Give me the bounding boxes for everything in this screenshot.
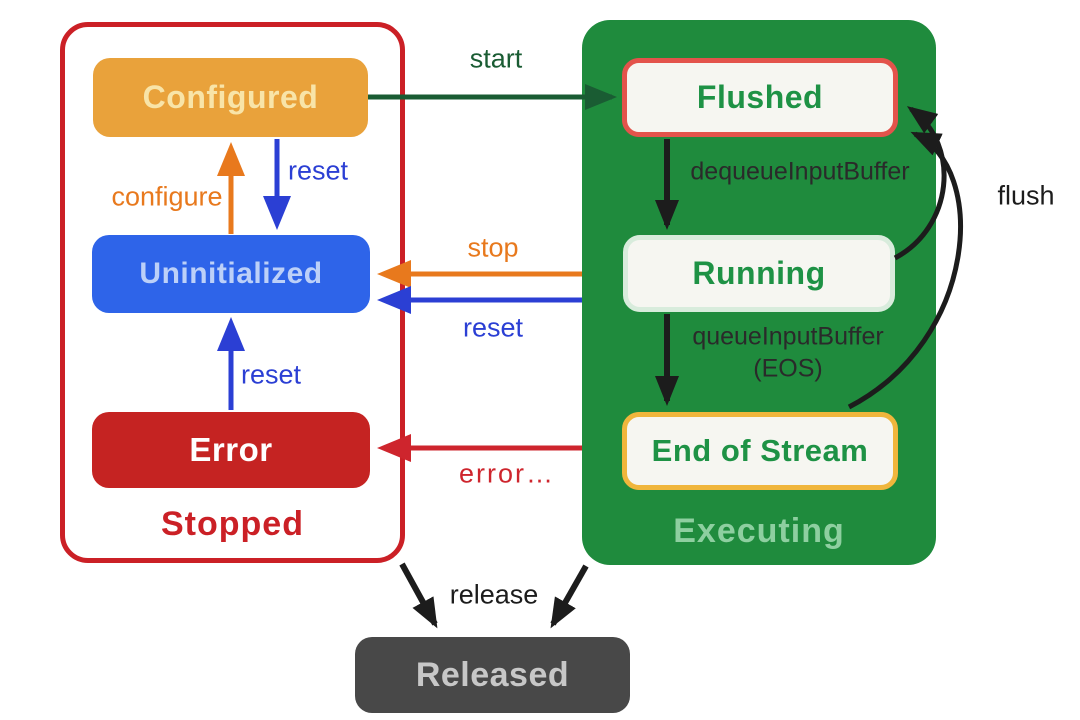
transition-label-reset-from-executing: reset [462,312,524,343]
state-released: Released [355,637,630,713]
transition-label-dequeue-input-buffer: dequeueInputBuffer [690,157,910,186]
transition-label-reset-from-error: reset [240,359,302,390]
transition-label-flush: flush [997,180,1055,211]
arrow-release-from-executing [550,564,589,629]
transition-label-start: start [469,43,523,74]
transition-label-error: error… [458,458,556,489]
state-flushed: Flushed [622,58,898,137]
state-error: Error [92,412,370,488]
transition-label-stop: stop [467,232,519,263]
transition-label-release: release [449,579,539,610]
state-configured: Configured [93,58,368,137]
arrow-release-from-stopped [399,562,438,629]
transition-label-queue-input-buffer: queueInputBuffer [692,322,884,351]
state-running: Running [623,235,895,312]
transition-label-configure: configure [111,181,223,212]
state-uninitialized: Uninitialized [92,235,370,313]
transition-label-queue-input-buffer-eos: (EOS) [753,354,823,383]
group-executing-label: Executing [673,512,845,550]
transition-label-reset-from-configured: reset [287,155,349,186]
state-end-of-stream: End of Stream [622,412,898,490]
group-stopped-label: Stopped [161,505,304,543]
